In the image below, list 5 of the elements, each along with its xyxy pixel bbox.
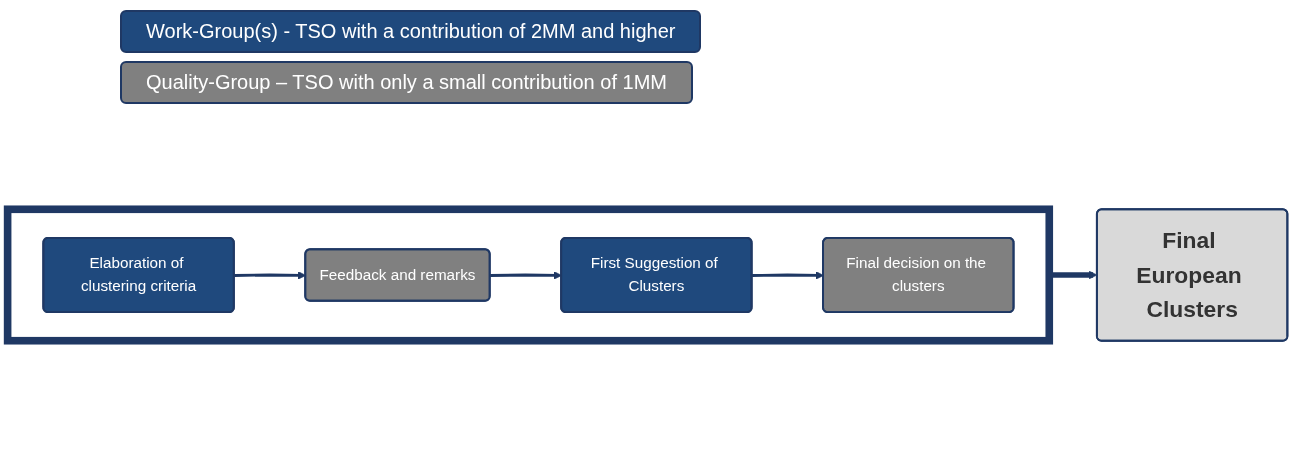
- arrow: [490, 271, 562, 280]
- legend-entry: Quality-Group – TSO with only a small contribution of 1MM: [120, 61, 693, 104]
- arrow: [752, 271, 824, 280]
- legend-entry: Work-Group(s) - TSO with a contribution of 2MM and higher: [120, 10, 702, 53]
- cluster: [3, 205, 1054, 345]
